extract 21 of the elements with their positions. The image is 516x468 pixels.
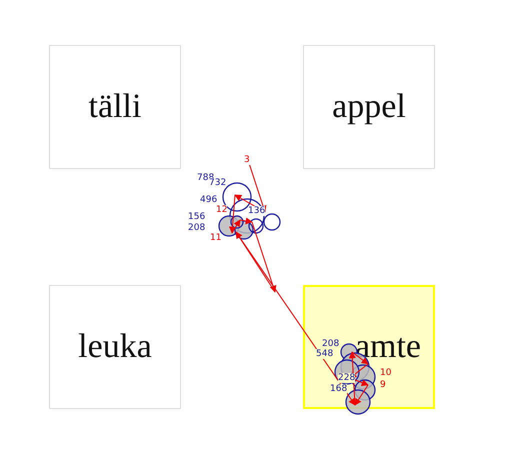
fixation-label: 10 <box>380 368 392 378</box>
fixation-label: 11 <box>210 233 222 243</box>
fixation-label: 136 <box>248 206 266 216</box>
word: leuka <box>78 328 152 366</box>
fixation-label: 548 <box>316 349 334 359</box>
word: tälli <box>88 88 142 126</box>
fixation-label: 228 <box>338 373 356 383</box>
fixation-label: 208 <box>188 223 206 233</box>
word-box <box>49 285 181 409</box>
fixation-label: 208 <box>322 339 340 349</box>
fixation-label: 3 <box>244 155 250 165</box>
word: appel <box>332 88 406 126</box>
word-box <box>49 45 181 169</box>
word: amte <box>354 328 422 366</box>
fixation-label: 732 <box>209 178 226 188</box>
fixation-label: 156 <box>188 212 206 222</box>
fixation-label: 496 <box>200 195 218 205</box>
word-box <box>303 45 435 169</box>
fixation-label: 12 <box>216 205 228 215</box>
fixation-label: 9 <box>380 380 386 390</box>
fixation-label: 168 <box>330 384 348 394</box>
